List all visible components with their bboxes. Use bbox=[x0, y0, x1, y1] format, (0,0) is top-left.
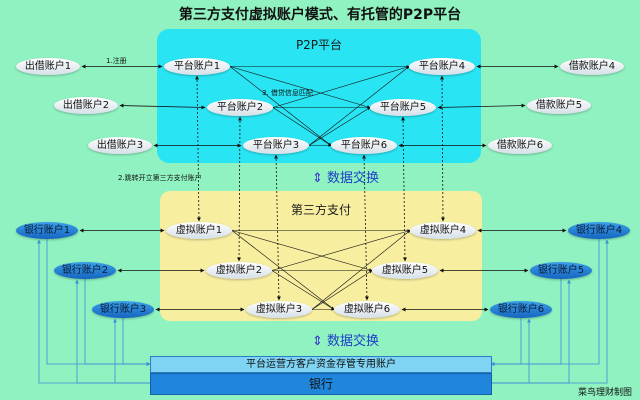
p2p-platform-region bbox=[157, 29, 481, 163]
virtual-transfer-link bbox=[271, 229, 411, 271]
redirect-edge-label: 2.跳转开立第三方支付账户 bbox=[118, 174, 202, 182]
platform-account-3: 平台账户3 bbox=[243, 137, 309, 154]
borrower-account-4: 借款账户4 bbox=[560, 58, 624, 75]
bank-account-to-custody-line bbox=[84, 279, 151, 366]
match-link bbox=[229, 66, 332, 146]
platform-virtual-link bbox=[195, 75, 201, 222]
bank-to-account-line bbox=[75, 279, 150, 384]
virtual-transfer-link bbox=[231, 230, 335, 310]
lender-account-1: 出借账户1 bbox=[16, 58, 80, 75]
bank-account-2: 银行账户2 bbox=[54, 262, 116, 279]
virtual-transfer-link bbox=[311, 270, 373, 310]
match-link bbox=[308, 107, 371, 146]
platform-virtual-link bbox=[274, 154, 281, 301]
lender-account-3: 出借账户3 bbox=[88, 137, 152, 154]
double-arrow-icon: ⇕ bbox=[312, 334, 323, 349]
credit-footer: 菜鸟理财制图 bbox=[577, 388, 632, 398]
virtual-account-4: 虚拟账户4 bbox=[410, 222, 476, 239]
bank-box: 银行 bbox=[150, 373, 492, 395]
platform-virtual-link bbox=[440, 75, 445, 222]
bank-account-5: 银行账户5 bbox=[530, 262, 592, 279]
match-link bbox=[272, 107, 332, 146]
match-link bbox=[308, 66, 410, 146]
platform-borrower-link bbox=[437, 103, 526, 110]
bank-to-account-line bbox=[491, 318, 531, 384]
virtual-account-1: 虚拟账户1 bbox=[166, 222, 232, 239]
double-arrow-icon: ⇕ bbox=[312, 171, 323, 186]
platform-virtual-link bbox=[401, 116, 407, 262]
match-link bbox=[229, 66, 371, 109]
lender-account-2: 出借账户2 bbox=[54, 97, 118, 114]
platform-virtual-link bbox=[237, 116, 242, 262]
bank-account-4: 银行账户4 bbox=[568, 222, 630, 239]
virtual-account-3: 虚拟账户3 bbox=[246, 301, 312, 318]
virtual-transfer-link bbox=[231, 230, 373, 272]
platform-account-5: 平台账户5 bbox=[370, 99, 436, 116]
bank-account-to-custody-line bbox=[490, 318, 522, 366]
platform-account-2: 平台账户2 bbox=[207, 99, 273, 116]
virtual-account-5: 虚拟账户5 bbox=[372, 262, 438, 279]
bank-account-1: 银行账户1 bbox=[16, 222, 78, 239]
virtual-account-6: 虚拟账户6 bbox=[334, 301, 400, 318]
platform-virtual-link bbox=[362, 154, 369, 301]
custodian-special-account: 平台运营方客户资金存管专用账户 bbox=[150, 356, 492, 373]
data-exchange-label-bottom: ⇕ 数据交换 bbox=[312, 334, 380, 349]
platform-account-1: 平台账户1 bbox=[164, 58, 230, 75]
virtual-transfer-link bbox=[271, 270, 335, 310]
register-edge-label: 1.注册 bbox=[106, 57, 127, 65]
p2p-platform-label: P2P平台 bbox=[295, 38, 343, 52]
match-link bbox=[272, 65, 410, 108]
platform-account-4: 平台账户4 bbox=[409, 58, 475, 75]
borrower-account-5: 借款账户5 bbox=[527, 97, 591, 114]
bank-account-to-custody-line bbox=[122, 318, 151, 366]
platform-account-6: 平台账户6 bbox=[331, 137, 397, 154]
third-party-payment-label: 第三方支付 bbox=[290, 203, 351, 217]
virtual-account-2: 虚拟账户2 bbox=[206, 262, 272, 279]
bank-to-account-line bbox=[113, 318, 150, 384]
diagram-title: 第三方支付虚拟账户模式、有托管的P2P平台 bbox=[178, 7, 462, 23]
bank-account-to-custody-line bbox=[490, 279, 562, 366]
bank-to-account-line bbox=[491, 279, 571, 384]
bank-account-6: 银行账户6 bbox=[490, 301, 552, 318]
borrower-account-6: 借款账户6 bbox=[488, 137, 552, 154]
bank-account-3: 银行账户3 bbox=[92, 301, 154, 318]
virtual-transfer-link bbox=[311, 230, 411, 310]
data-exchange-label-top: ⇕ 数据交换 bbox=[312, 171, 380, 186]
match-edge-label: 3. 借贷信息匹配 bbox=[262, 89, 313, 97]
lender-platform-link bbox=[119, 103, 206, 110]
